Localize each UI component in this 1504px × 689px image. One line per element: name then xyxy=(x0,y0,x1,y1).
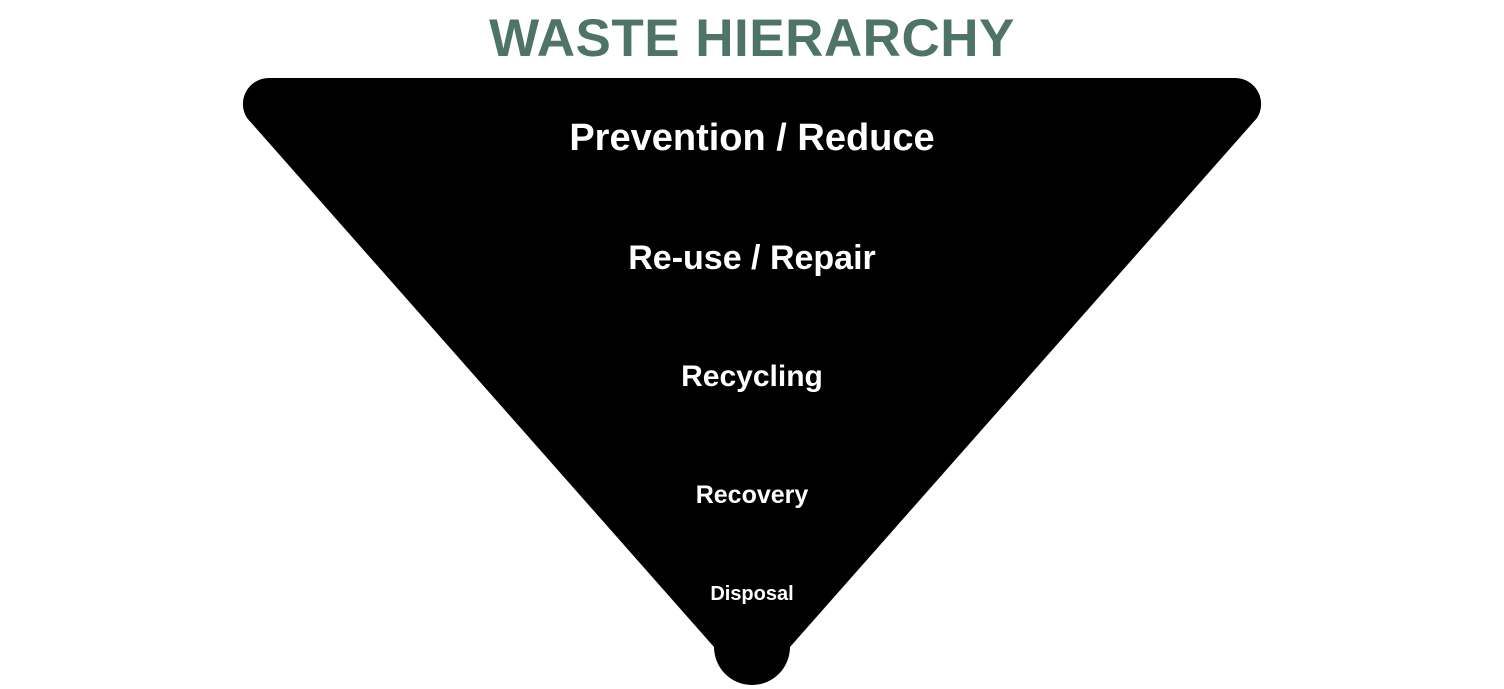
funnel-band-re-use-repair xyxy=(242,198,1262,318)
page-title: WASTE HIERARCHY xyxy=(489,9,1015,68)
funnel-band-prevention-reduce xyxy=(242,78,1262,198)
funnel-band-recycling xyxy=(242,318,1262,441)
funnel-band-disposal xyxy=(242,562,1262,685)
funnel-band-recovery xyxy=(242,441,1262,562)
funnel-bands xyxy=(242,78,1262,685)
